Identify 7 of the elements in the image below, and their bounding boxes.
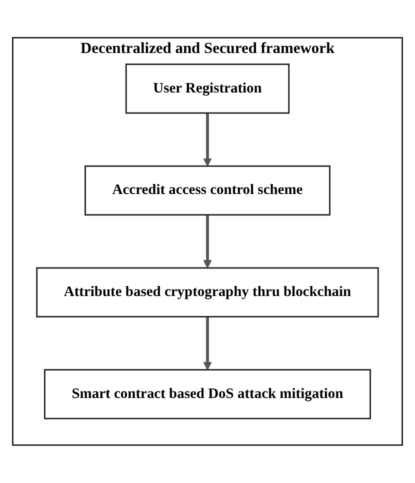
node-box: User Registration — [125, 64, 290, 114]
arrow — [203, 316, 212, 370]
arrow — [203, 214, 212, 268]
node-box: Attribute based cryptography thru blockchain — [36, 267, 379, 318]
arrow — [203, 113, 212, 167]
node-box: Smart contract based DoS attack mitigation — [44, 369, 371, 420]
node-box: Accredit access control scheme — [84, 165, 330, 216]
